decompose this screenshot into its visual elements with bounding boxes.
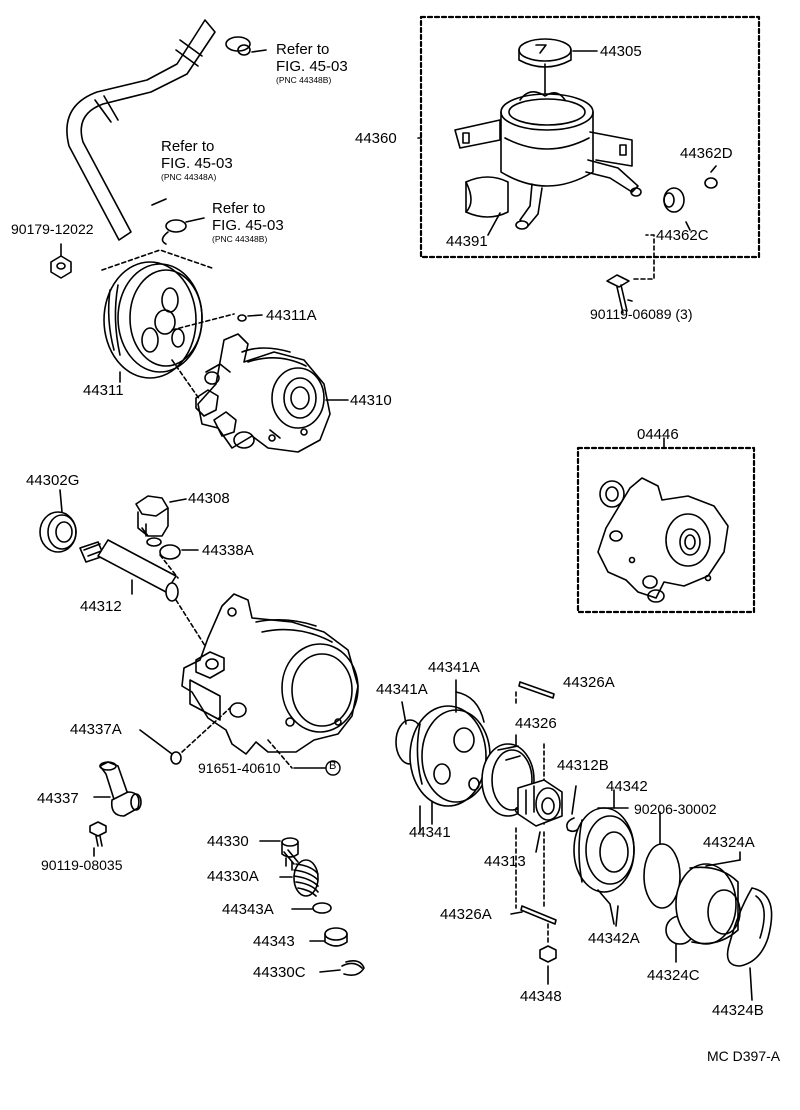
valve-spring (279, 859, 319, 897)
label-44362C[interactable]: 44362C (656, 227, 709, 244)
pressure-plate (573, 789, 635, 925)
label-44341A-top[interactable]: 44341A (428, 659, 480, 676)
flow-control-valve (259, 837, 299, 871)
label-44343A[interactable]: 44343A (222, 901, 274, 918)
label-44348[interactable]: 44348 (520, 988, 562, 1005)
label-90179-12022[interactable]: 90179-12022 (11, 221, 94, 237)
o-ring (159, 544, 181, 560)
plug-o-ring (312, 902, 332, 914)
label-44341[interactable]: 44341 (409, 824, 451, 841)
label-44312B[interactable]: 44312B (557, 757, 609, 774)
reference-marker-b (325, 760, 341, 776)
label-44338A[interactable]: 44338A (202, 542, 254, 559)
label-44330[interactable]: 44330 (207, 833, 249, 850)
ref-label-3-line2: FIG. 45-03 (212, 217, 284, 234)
shaft-snap-ring (566, 785, 581, 833)
label-44337[interactable]: 44337 (37, 790, 79, 807)
end-cover (675, 851, 741, 945)
label-44324C[interactable]: 44324C (647, 967, 700, 984)
label-91651-40610[interactable]: 91651-40610 (198, 760, 281, 776)
label-44330C[interactable]: 44330C (253, 964, 306, 981)
seal-kit-parts (597, 477, 729, 603)
diagram-code: MC D397-A (707, 1048, 781, 1064)
label-90119-08035[interactable]: 90119-08035 (41, 857, 123, 873)
label-90206-30002[interactable]: 90206-30002 (634, 801, 717, 817)
label-44330A[interactable]: 44330A (207, 868, 259, 885)
cover-snap-ring (726, 887, 773, 1001)
reservoir-cap (518, 38, 598, 97)
side-plate (409, 679, 491, 825)
pump-housing (181, 593, 359, 769)
label-44311[interactable]: 44311 (83, 382, 124, 399)
label-44326[interactable]: 44326 (515, 715, 557, 732)
ref-label-2-line1: Refer to (161, 138, 215, 155)
label-44312[interactable]: 44312 (80, 598, 122, 615)
suction-hose (66, 19, 267, 245)
label-44310[interactable]: 44310 (350, 392, 392, 409)
label-44362D[interactable]: 44362D (680, 145, 733, 162)
ref-label-3-line1: Refer to (212, 200, 266, 217)
reservoir-group-box (419, 15, 761, 259)
label-44342[interactable]: 44342 (606, 778, 648, 795)
label-44311A[interactable]: 44311A (266, 307, 317, 324)
ref-label-1-pnc: (PNC 44348B) (276, 75, 332, 85)
union-fitting (93, 761, 142, 817)
ref-label-1-line1: Refer to (276, 41, 330, 58)
label-44308[interactable]: 44308 (188, 490, 230, 507)
oil-seal (39, 489, 77, 553)
label-44337A[interactable]: 44337A (70, 721, 122, 738)
label-44343[interactable]: 44343 (253, 933, 295, 950)
label-44302G[interactable]: 44302G (26, 472, 80, 489)
ref-label-2-pnc: (PNC 44348A) (161, 172, 217, 182)
label-04446[interactable]: 04446 (637, 426, 679, 443)
union-o-ring (139, 707, 231, 765)
plate-key (539, 923, 557, 985)
label-44305[interactable]: 44305 (600, 43, 642, 60)
pump-assembly (195, 333, 349, 453)
label-44324B[interactable]: 44324B (712, 1002, 764, 1019)
ref-label-1-line2: FIG. 45-03 (276, 58, 348, 75)
drive-shaft (79, 539, 179, 602)
valve-plug (309, 927, 348, 947)
snap-ring (319, 960, 365, 976)
label-44324A[interactable]: 44324A (703, 834, 755, 851)
dowel-pins (510, 681, 557, 925)
label-44326A-top[interactable]: 44326A (563, 674, 615, 691)
reservoir-body (454, 91, 642, 230)
reference-marker-b-letter: B (329, 760, 337, 772)
pump-rotor (517, 779, 563, 853)
bracket-bolt (606, 234, 655, 314)
union-bolt (89, 821, 107, 857)
label-44341A-left[interactable]: 44341A (376, 681, 428, 698)
woodruff-key (237, 314, 247, 322)
ref-label-2-line2: FIG. 45-03 (161, 155, 233, 172)
pulley-nut (50, 243, 72, 279)
label-44342A[interactable]: 44342A (588, 930, 640, 947)
label-44313[interactable]: 44313 (484, 853, 526, 870)
hose-cap (704, 165, 718, 189)
ref-label-3-pnc: (PNC 44348B) (212, 234, 268, 244)
label-44391[interactable]: 44391 (446, 233, 488, 250)
label-44360[interactable]: 44360 (355, 130, 397, 147)
seal-kit-box (576, 446, 756, 614)
label-90119-06089[interactable]: 90119-06089 (3) (590, 306, 693, 322)
grommet (663, 187, 691, 231)
label-44326A-bottom[interactable]: 44326A (440, 906, 492, 923)
plate-o-ring (643, 811, 681, 909)
pulley (101, 249, 235, 401)
